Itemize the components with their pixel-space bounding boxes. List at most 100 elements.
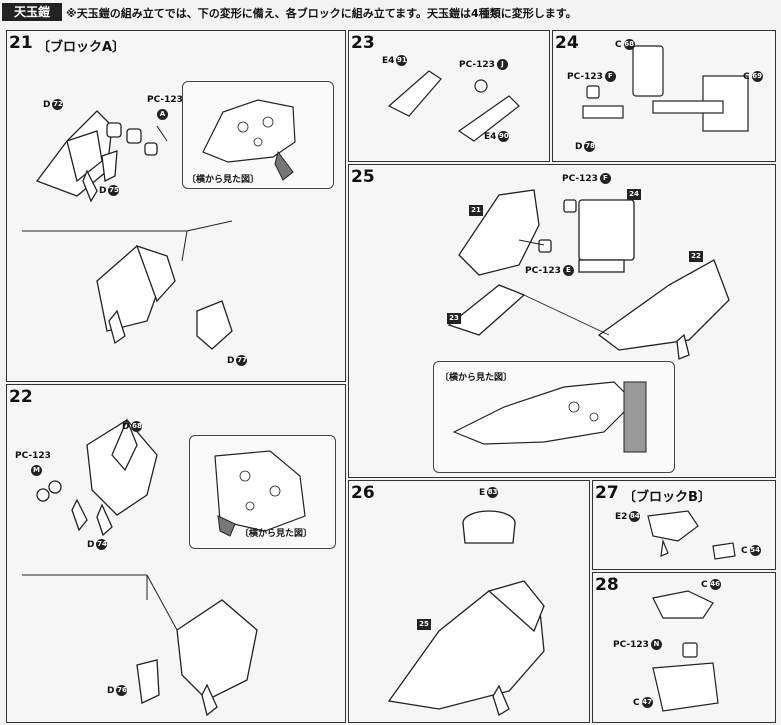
block-badge-24: 24 <box>625 189 641 200</box>
step-25-illustration <box>447 189 730 360</box>
side-view-illustration <box>214 450 306 537</box>
step-number: 27 <box>595 483 619 503</box>
part-number-badge: 69 <box>751 71 763 82</box>
part-number-badge: 90 <box>498 131 510 142</box>
part-number-badge: 91 <box>396 55 408 66</box>
part-letter: E2 <box>615 512 628 522</box>
part-number-badge: M <box>31 465 42 476</box>
part-number-badge: 68 <box>131 421 143 432</box>
block-badge-22: 22 <box>687 251 703 262</box>
step-number: 28 <box>595 575 619 595</box>
step-subtitle: 〔ブロックA〕 <box>37 40 126 55</box>
block-number-badge: 21 <box>469 205 483 216</box>
part-number-badge: 75 <box>108 185 120 196</box>
step-number: 24 <box>555 33 579 53</box>
part-letter: C <box>701 580 708 590</box>
part-letter: D <box>575 142 583 152</box>
inset-caption: 〔横から見た図〕 <box>187 175 260 185</box>
part-letter: PC-123 <box>459 60 495 70</box>
side-view-illustration <box>202 99 296 181</box>
part-letter: C <box>741 546 748 556</box>
step-28-illustration <box>652 590 719 712</box>
part-number-badge: 76 <box>116 685 128 696</box>
part-number-badge: 47 <box>641 697 653 708</box>
step-subtitle: 〔ブロックB〕 <box>623 490 711 505</box>
part-letter: C <box>633 698 640 708</box>
block-number-badge: 24 <box>627 189 641 200</box>
part-number-badge: N <box>650 639 662 650</box>
part-number-badge: J <box>496 59 508 70</box>
side-view-inset: 〔横から見た図〕 <box>433 361 675 473</box>
side-view-inset: 〔横から見た図〕 <box>189 435 336 549</box>
part-number-badge: A <box>157 109 168 120</box>
step-22-illustration <box>22 418 258 717</box>
block-number-badge: 25 <box>417 619 431 630</box>
step-number: 22 <box>9 387 33 407</box>
part-number-badge: 72 <box>52 99 64 110</box>
part-number-badge: E <box>562 265 574 276</box>
part-letter: C <box>615 40 622 50</box>
part-label-pc123: PC-123 <box>15 451 51 461</box>
step-number: 23 <box>351 33 375 53</box>
step-number: 21 <box>9 33 33 53</box>
part-number-badge: 83 <box>487 487 499 498</box>
block-number-badge: 22 <box>689 251 703 262</box>
inset-caption: 〔横から見た図〕 <box>440 373 513 383</box>
part-letter: PC-123 <box>525 266 561 276</box>
part-letter: D <box>107 686 115 696</box>
step-27-illustration <box>647 510 736 560</box>
part-letter: E4 <box>382 56 395 66</box>
block-badge-23: 23 <box>445 313 461 324</box>
block-badge-21: 21 <box>467 205 483 216</box>
part-letter: PC-123 <box>562 174 598 184</box>
part-number-badge: F <box>599 173 611 184</box>
block-badge-25: 25 <box>415 619 431 630</box>
part-letter: PC-123 <box>15 451 51 461</box>
step-24-illustration <box>582 45 749 132</box>
inset-caption: 〔横から見た図〕 <box>240 529 313 539</box>
part-number-badge: 74 <box>96 539 108 550</box>
part-letter: D <box>122 422 130 432</box>
side-view-illustration <box>452 381 647 453</box>
part-number-badge: 54 <box>749 545 761 556</box>
part-number-badge: 68 <box>623 39 635 50</box>
part-letter: PC-123 <box>613 640 649 650</box>
header-bar: 天玉鎧 ※天玉鎧の組み立てでは、下の変形に備え、各ブロックに組み立てます。天玉鎧… <box>0 0 781 26</box>
part-label-pc123: PC-123 <box>147 95 183 105</box>
part-letter: PC-123 <box>567 72 603 82</box>
block-number-badge: 23 <box>447 313 461 324</box>
step-23-illustration <box>387 70 520 142</box>
step-21-illustration <box>22 110 233 350</box>
part-letter: E <box>479 488 486 498</box>
part-number-badge: 78 <box>584 141 596 152</box>
section-note: ※天玉鎧の組み立てでは、下の変形に備え、各ブロックに組み立てます。天玉鎧は4種類… <box>66 7 577 20</box>
step-26-illustration <box>387 510 545 716</box>
section-tag: 天玉鎧 <box>2 3 62 21</box>
part-letter: C <box>743 72 750 82</box>
